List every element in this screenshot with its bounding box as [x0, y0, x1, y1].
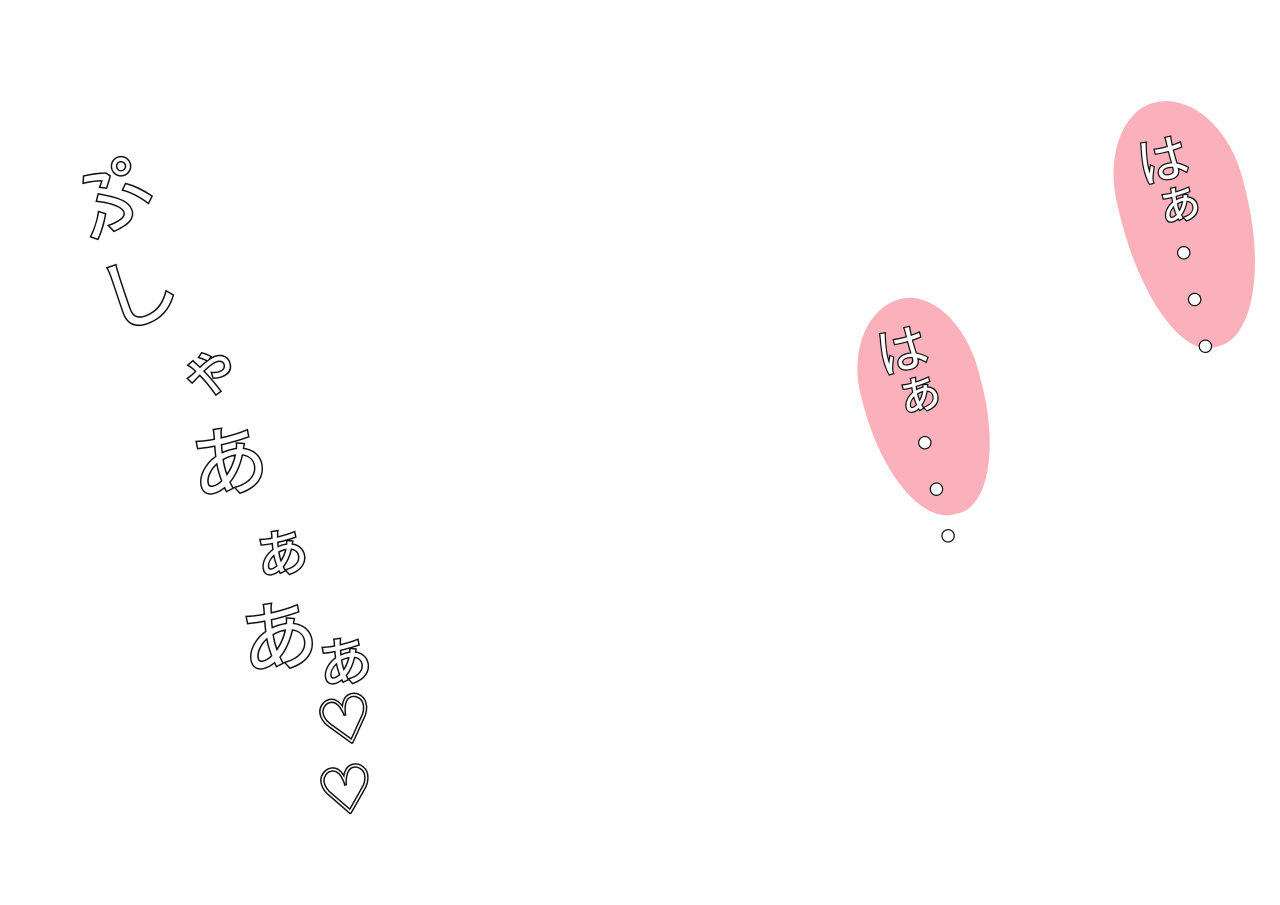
heart-icon: ♡ [308, 677, 386, 766]
sfx-char-a-1: あ [181, 411, 276, 516]
sfx-char-small-a-1: ぁ [243, 508, 320, 594]
sfx-char-pu: ぷ [52, 138, 171, 259]
heart-icon: ♡ [311, 749, 383, 835]
sfx-char-small-ya: ゃ [168, 325, 251, 414]
sfx-char-shi: し [85, 237, 192, 351]
